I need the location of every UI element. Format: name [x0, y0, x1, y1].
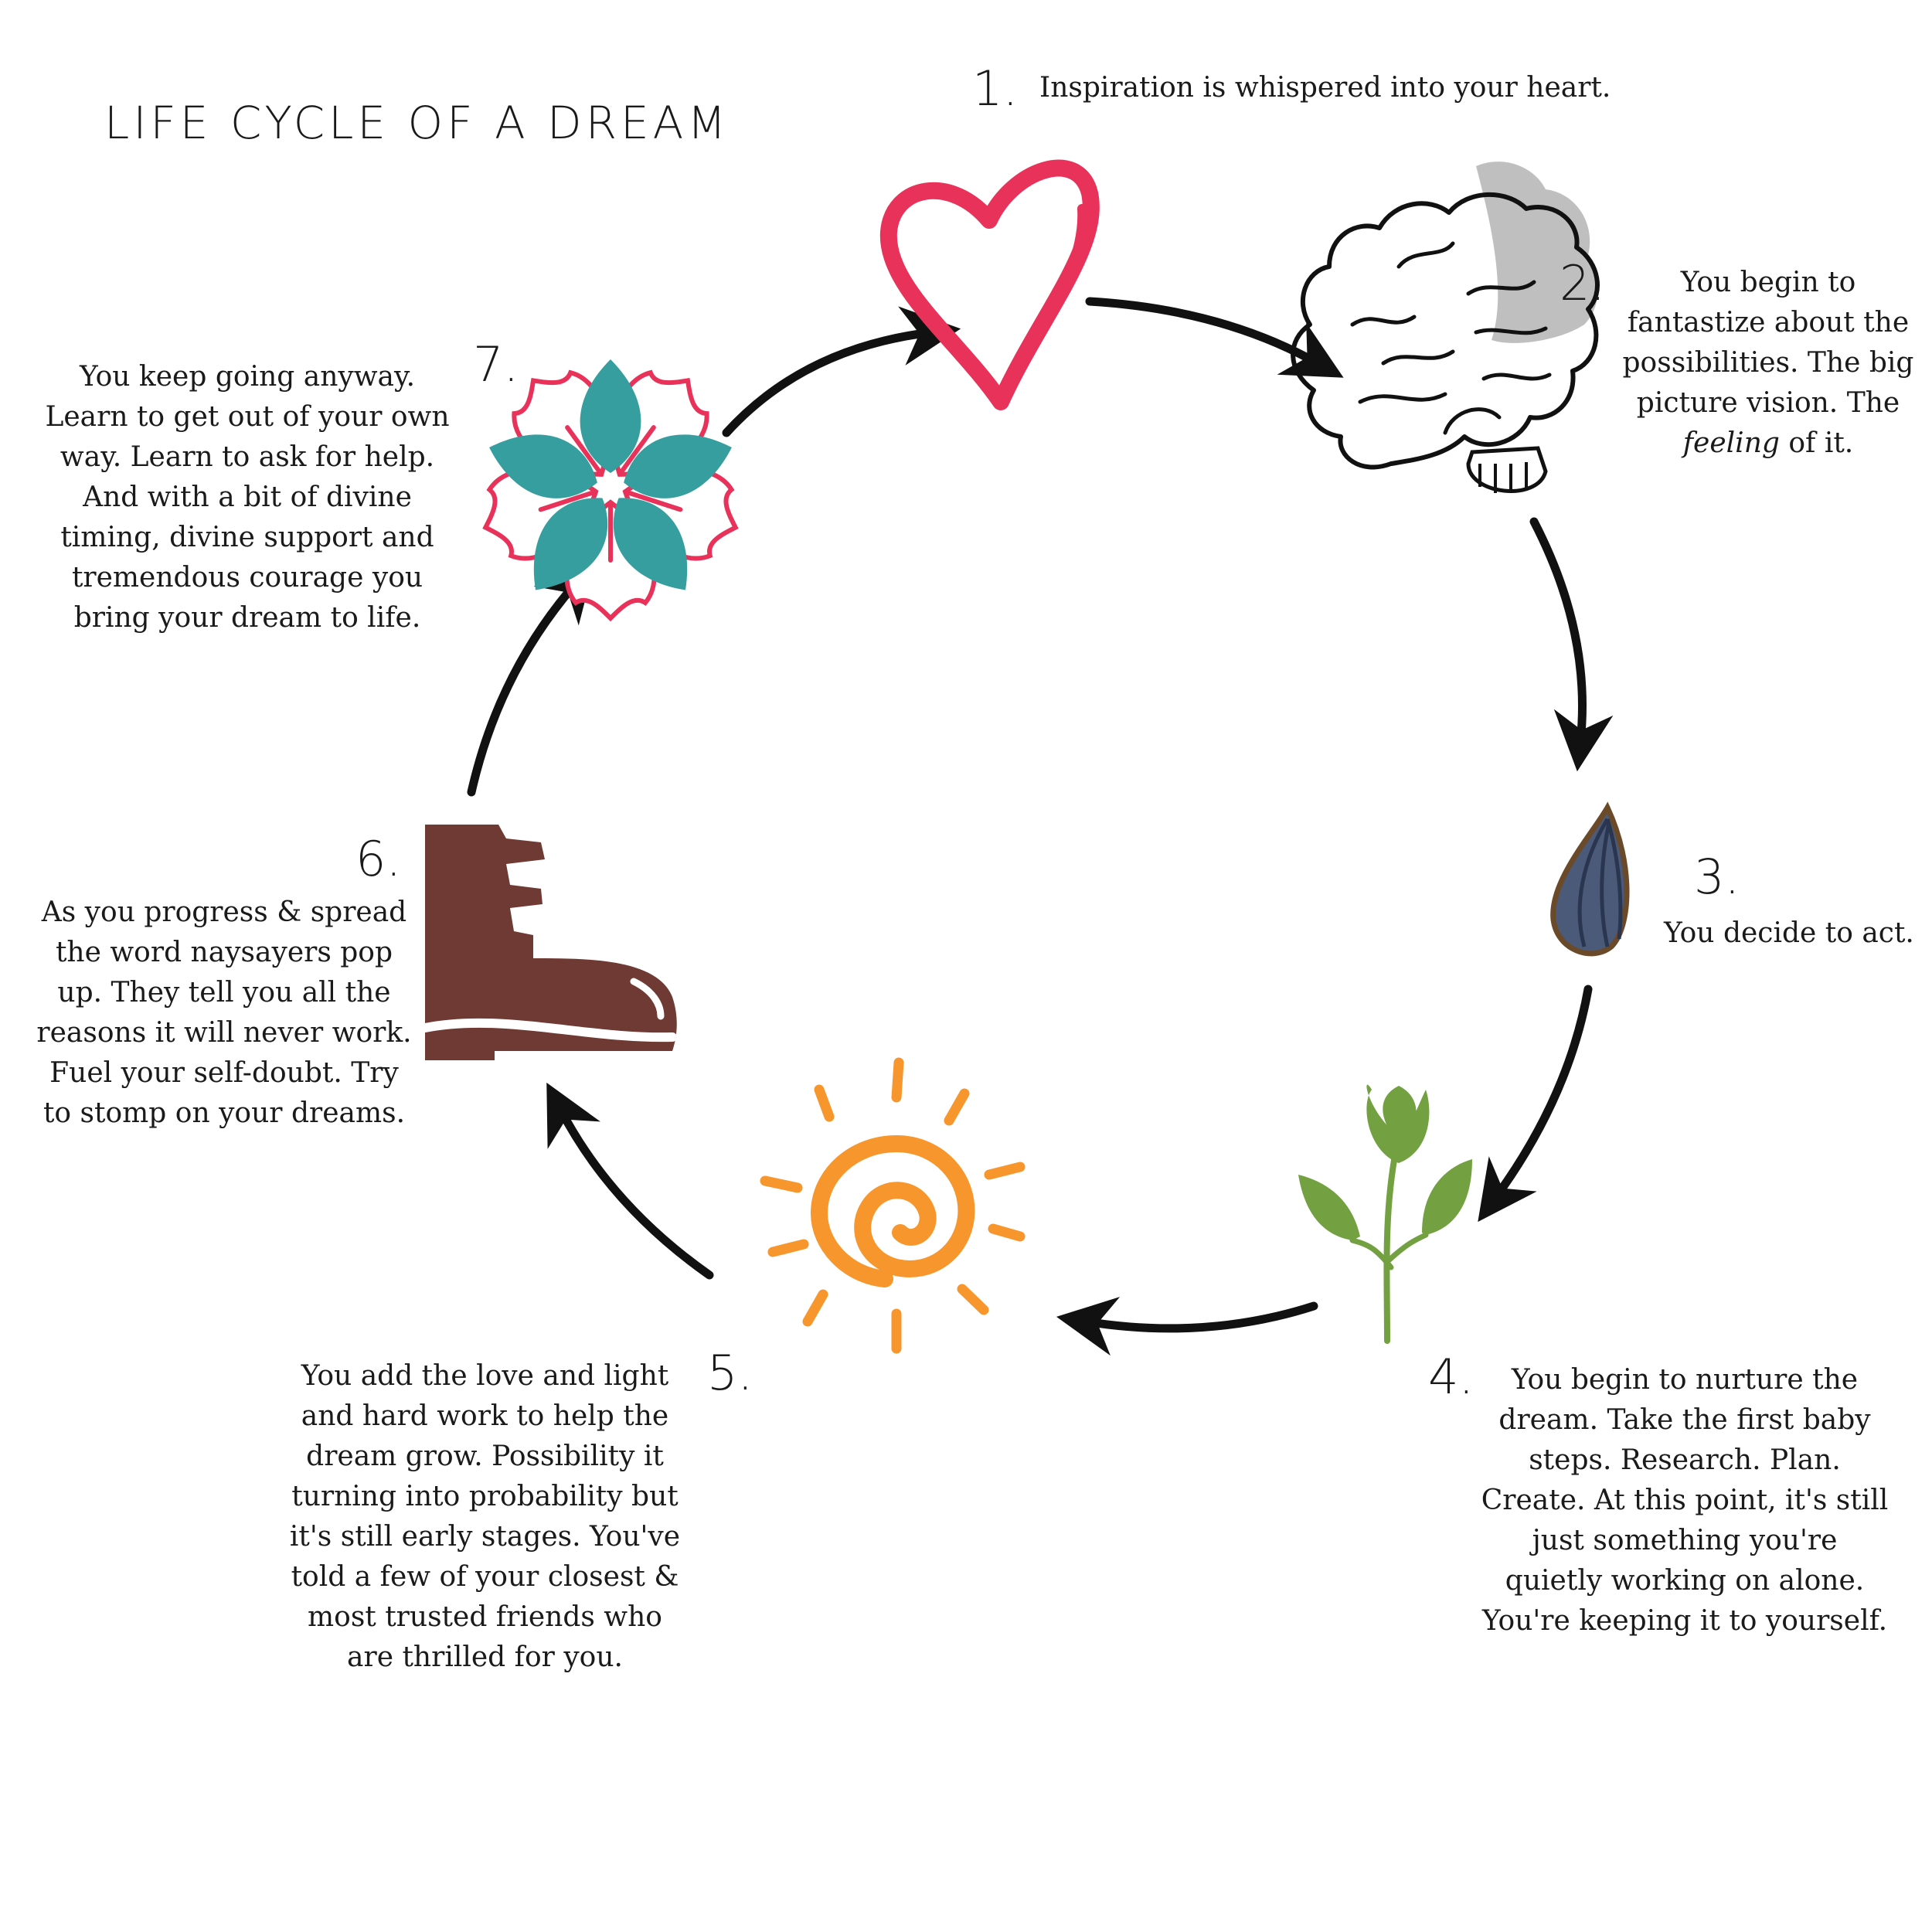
stage-2-description: You begin to fantastize about the possib…	[1617, 263, 1919, 464]
flower-inner-petal	[580, 359, 641, 473]
flower-icon	[482, 359, 739, 622]
stage-7-line-2: Learn to get out of your own	[45, 401, 450, 433]
stage-1-line-1: Inspiration is whispered into your heart…	[1039, 72, 1611, 104]
brain-icon	[1291, 162, 1600, 493]
stage-1-description: Inspiration is whispered into your heart…	[1039, 68, 1611, 108]
stage-6-line-1: As you progress & spread	[41, 896, 407, 928]
stage-6-line-6: to stomp on your dreams.	[43, 1097, 406, 1129]
stage-5-line-5: it's still early stages. You've	[289, 1521, 681, 1553]
stage-5-line-2: and hard work to help the	[301, 1400, 669, 1432]
arrow-3-to-4	[1478, 985, 1593, 1223]
stage-6-line-4: reasons it will never work.	[36, 1017, 412, 1049]
page-title: LIFE CYCLE OF A DREAM	[104, 97, 730, 149]
stage-4-description: You begin to nurture the dream. Take the…	[1468, 1360, 1901, 1641]
stage-4-line-7: You're keeping it to yourself.	[1481, 1605, 1888, 1637]
flower-inner-petal	[489, 434, 597, 498]
stage-2-number: 2.	[1560, 255, 1606, 311]
stage-3-number: 3.	[1694, 849, 1740, 905]
flower-vein	[565, 425, 602, 474]
stage-4-line-2: dream. Take the first baby	[1498, 1404, 1871, 1436]
flower-inner-petal	[533, 498, 608, 590]
stage-7-line-4: And with a bit of divine	[83, 481, 412, 513]
arrow-6-to-7	[467, 560, 596, 797]
flower-inner-petal	[613, 498, 688, 590]
stage-4-line-3: steps. Research. Plan.	[1529, 1444, 1841, 1476]
stage-5-number: 5.	[707, 1345, 753, 1401]
stage-6-description: As you progress & spread the word naysay…	[23, 893, 425, 1134]
stage-6-line-5: Fuel your self-doubt. Try	[49, 1057, 399, 1089]
stage-1-number: 1.	[972, 60, 1019, 117]
stage-4-number: 4.	[1428, 1349, 1475, 1405]
stage-3-line-1: You decide to act.	[1664, 917, 1914, 949]
stage-7-number: 7.	[473, 336, 519, 393]
sun-icon	[760, 1057, 1026, 1354]
sprout-icon	[1298, 1084, 1472, 1344]
stage-4-line-6: quietly working on alone.	[1505, 1565, 1865, 1597]
stage-5-line-6: told a few of your closest &	[291, 1561, 679, 1593]
flower-vein	[619, 425, 656, 474]
stage-2-line-3: possibilities. The big	[1622, 347, 1914, 379]
stage-7-line-7: bring your dream to life.	[73, 602, 421, 634]
stage-2-line-2: fantastize about the	[1627, 307, 1910, 338]
stage-5-description: You add the love and light and hard work…	[274, 1356, 696, 1678]
arrow-4-to-5	[1056, 1297, 1318, 1356]
arrow-7-to-1	[722, 306, 961, 437]
stage-2-line-4: picture vision. The	[1636, 387, 1900, 419]
arrow-5-to-6	[546, 1082, 714, 1280]
stage-4-line-1: You begin to nurture the	[1511, 1364, 1859, 1396]
stage-7-description: You keep going anyway. Learn to get out …	[43, 357, 452, 638]
stage-2-line-5: feeling of it.	[1617, 423, 1919, 464]
stage-5-line-8: are thrilled for you.	[347, 1641, 623, 1673]
stage-5-line-3: dream grow. Possibility it	[306, 1440, 664, 1472]
stage-2-emphasis: feeling	[1682, 427, 1780, 459]
stage-7-line-1: You keep going anyway.	[79, 361, 416, 393]
stage-5-line-7: most trusted friends who	[308, 1601, 662, 1633]
stage-7-line-5: timing, divine support and	[60, 522, 434, 553]
stage-7-line-3: way. Learn to ask for help.	[60, 441, 435, 473]
boot-icon	[420, 825, 677, 1060]
arrow-2-to-3	[1529, 517, 1614, 772]
stage-7-line-6: tremendous courage you	[71, 562, 423, 594]
stage-4-line-5: just something you're	[1532, 1525, 1838, 1556]
flower-vein	[626, 490, 683, 512]
flower-vein	[538, 490, 595, 512]
stage-3-description: You decide to act.	[1664, 913, 1914, 954]
stage-2-line-1: You begin to	[1680, 267, 1856, 298]
stage-6-line-2: the word naysayers pop	[55, 937, 393, 968]
stage-4-line-4: Create. At this point, it's still	[1481, 1485, 1889, 1516]
stage-5-line-4: turning into probability but	[291, 1481, 679, 1512]
flower-inner-petal	[624, 434, 732, 498]
heart-icon	[879, 159, 1100, 410]
seed-icon	[1550, 801, 1630, 957]
stage-6-line-3: up. They tell you all the	[57, 977, 391, 1009]
stage-5-line-1: You add the love and light	[301, 1360, 669, 1392]
arrow-1-to-2	[1085, 297, 1344, 378]
stage-6-number: 6.	[355, 831, 402, 887]
stage-2-line-5-rest: of it.	[1779, 427, 1854, 459]
